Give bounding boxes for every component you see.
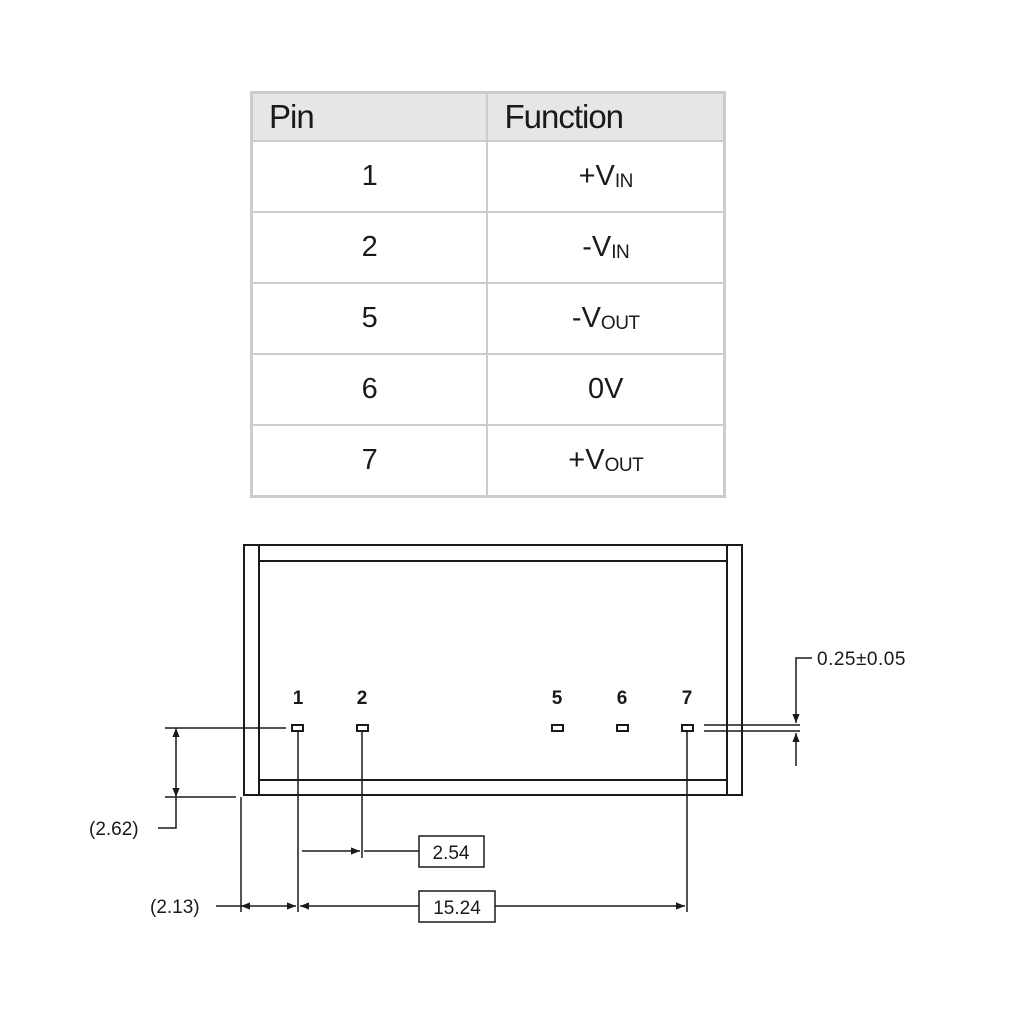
function-text: -V — [571, 302, 601, 334]
function-subscript: IN — [614, 171, 634, 192]
pin-number-cell: 5 — [250, 282, 489, 355]
pin-number-cell: 1 — [250, 140, 489, 213]
pin-6 — [616, 724, 629, 732]
pin-number-label: 6 — [617, 688, 628, 709]
dimension-lines — [158, 657, 812, 912]
edge-offset-dimension: (2.13) — [150, 897, 200, 918]
function-subscript: OUT — [604, 455, 644, 476]
pin-function-cell: 0V — [486, 353, 726, 426]
pin-column-header: Pin — [250, 91, 489, 142]
pins — [291, 724, 694, 732]
dimension-boxes — [418, 835, 496, 923]
function-text: -V — [582, 231, 612, 263]
module-outline — [243, 544, 743, 796]
pin-number-cell: 6 — [250, 353, 489, 426]
pin-height-dimension: (2.62) — [89, 819, 139, 840]
function-text: 0V — [587, 373, 624, 405]
table-row: 5-VOUT — [250, 282, 726, 355]
dimension-values: 0.25±0.05 (2.62) (2.13) 2.54 15.24 — [89, 649, 906, 919]
pin-function-cell: -VOUT — [486, 282, 726, 355]
pin-number-label: 5 — [552, 688, 563, 709]
table-row: 2-VIN — [250, 211, 726, 284]
pin-number-label: 2 — [357, 688, 368, 709]
function-subscript: OUT — [600, 313, 640, 334]
function-subscript: IN — [611, 242, 630, 263]
table-row: 7+VOUT — [250, 424, 726, 498]
pin-number-label: 1 — [293, 688, 304, 709]
table-header-row: Pin Function — [250, 91, 726, 142]
pin-1 — [291, 724, 304, 732]
pin-function-cell: -VIN — [486, 211, 726, 284]
pin-number-label: 7 — [682, 688, 693, 709]
pin-function-cell: +VIN — [486, 140, 726, 213]
pin-number-cell: 7 — [250, 424, 489, 498]
table-row: 1+VIN — [250, 140, 726, 213]
pin-5 — [551, 724, 564, 732]
pin-number-cell: 2 — [250, 211, 489, 284]
table-row: 6 0V — [250, 353, 726, 426]
pin-width-dimension: 0.25±0.05 — [817, 649, 906, 670]
function-column-header: Function — [486, 91, 726, 142]
pin-function-cell: +VOUT — [486, 424, 726, 498]
pin-7 — [681, 724, 694, 732]
pin-number-labels: 1 2 5 6 7 — [293, 688, 693, 709]
pitch-dimension: 2.54 — [433, 843, 470, 864]
function-text: +V — [568, 444, 605, 476]
pin-2 — [356, 724, 369, 732]
function-text: +V — [578, 160, 615, 192]
span-dimension: 15.24 — [433, 898, 481, 919]
